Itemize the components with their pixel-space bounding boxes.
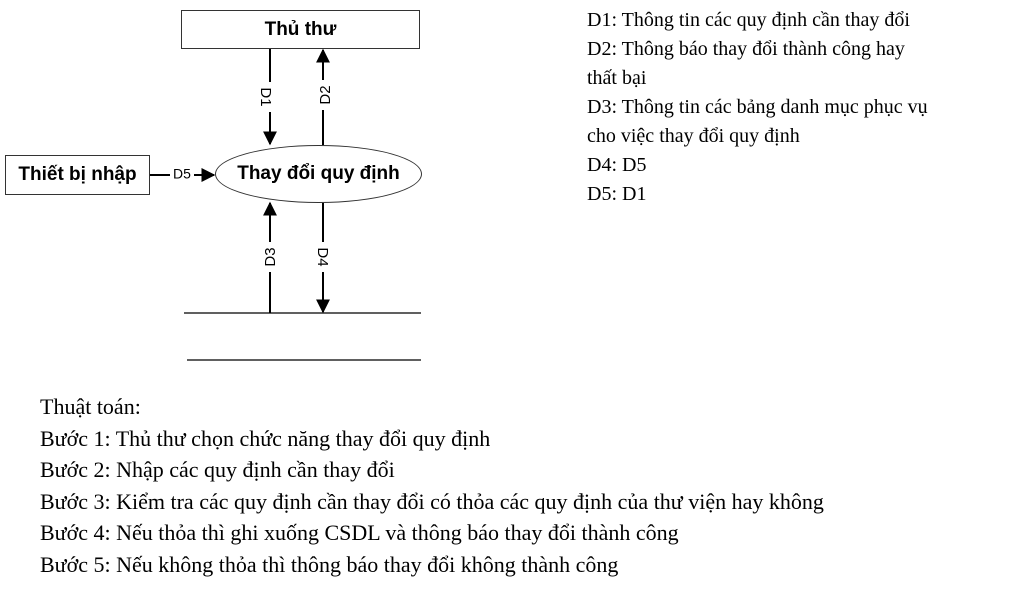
d4-label: D4 (314, 247, 331, 266)
librarian-entity: Thủ thư (181, 10, 420, 49)
d1-label: D1 (257, 87, 274, 106)
input-device-entity: Thiết bị nhập (5, 155, 150, 195)
process-node: Thay đổi quy định (215, 145, 422, 203)
algorithm-block: Thuật toán: Bước 1: Thủ thư chọn chức nă… (40, 391, 1010, 580)
legend-line: D3: Thông tin các bảng danh mục phục vụ (587, 96, 928, 118)
d5-label: D5 (173, 166, 191, 182)
input-device-label: Thiết bị nhập (18, 164, 137, 185)
algorithm-title: Thuật toán: (40, 394, 141, 419)
algorithm-step: Bước 3: Kiểm tra các quy định cần thay đ… (40, 488, 824, 514)
legend-line: D1: Thông tin các quy định cần thay đổi (587, 9, 910, 31)
legend-line: D5: D1 (587, 183, 647, 205)
d2-label: D2 (317, 85, 334, 104)
legend-line: thất bại (587, 67, 647, 89)
legend-line: D2: Thông báo thay đổi thành công hay (587, 38, 905, 60)
librarian-label: Thủ thư (264, 18, 337, 40)
process-label: Thay đổi quy định (237, 163, 400, 184)
d3-label: D3 (262, 247, 279, 266)
legend-block: D1: Thông tin các quy định cần thay đổi … (587, 6, 1007, 209)
algorithm-step: Bước 1: Thủ thư chọn chức năng thay đổi … (40, 425, 491, 451)
legend-line: cho việc thay đổi quy định (587, 125, 800, 147)
legend-line: D4: D5 (587, 154, 647, 176)
algorithm-step: Bước 5: Nếu không thỏa thì thông báo tha… (40, 551, 619, 577)
algorithm-step: Bước 4: Nếu thỏa thì ghi xuống CSDL và t… (40, 520, 679, 545)
algorithm-step: Bước 2: Nhập các quy định cần thay đổi (40, 457, 395, 482)
